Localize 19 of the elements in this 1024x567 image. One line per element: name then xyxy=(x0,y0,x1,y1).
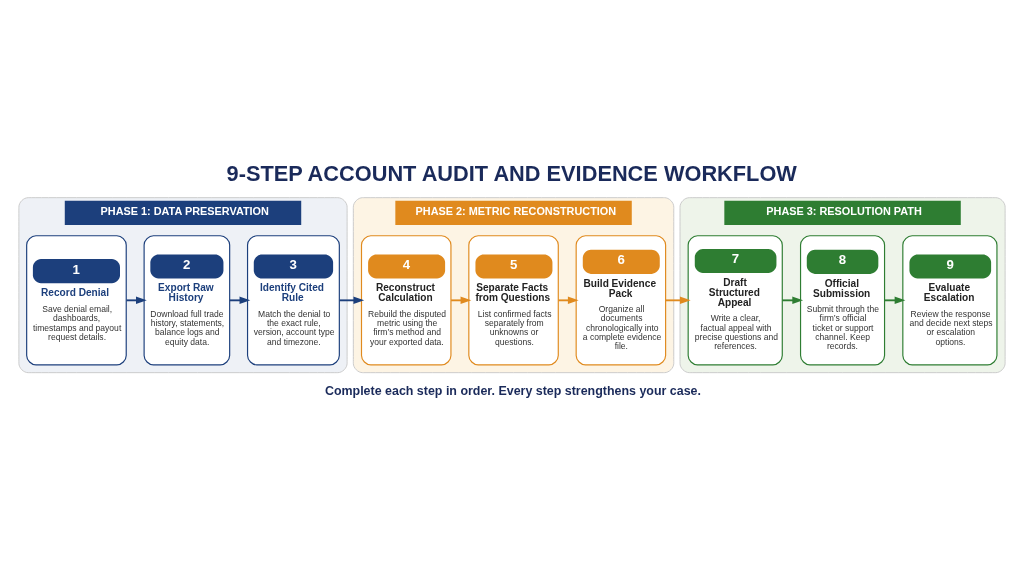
node-box: 1 Record Denial Save denial email, dashboards, timestamps and payout request details. xyxy=(26,234,127,365)
arrow xyxy=(883,296,906,304)
arrow xyxy=(781,296,804,304)
node-box: 8 Official Submission Submit through the firm’s official ticket or support channel. Keep records. xyxy=(799,234,886,365)
diagram-title: 9-STEP ACCOUNT AUDIT AND EVIDENCE WORKFLOW xyxy=(226,160,797,186)
node-box: 6 Build Evidence Pack Organize all documents chronologically into a complete evidence file. xyxy=(575,234,667,365)
node-box: 3 Identify Cited Rule Match the denial to the exact rule, version, account type and timezone. xyxy=(246,234,340,365)
arrow xyxy=(664,296,691,304)
node-box: 5 Separate Facts from Questions List confirmed facts separately from unknowns or questions. xyxy=(468,234,559,365)
arrow xyxy=(125,296,147,304)
node-box: 2 Export Raw History Download full trade history, statements, balance logs and equity data. xyxy=(143,234,231,365)
node-box: 9 Evaluate Escalation Review the response and decide next steps or escalation options. xyxy=(902,234,998,365)
arrow xyxy=(450,296,472,304)
node-box: 7 Draft Structured Appeal Write a clear, factual appeal with precise questions and references. xyxy=(687,234,783,365)
arrow xyxy=(557,296,579,304)
arrow xyxy=(338,296,365,304)
label: Complete each step in order. Every step strengthens your case. xyxy=(324,383,701,398)
arrow xyxy=(229,296,251,304)
node-box: 4 Reconstruct Calculation Rebuild the disputed metric using the firm’s method and your exported data. xyxy=(360,234,452,365)
